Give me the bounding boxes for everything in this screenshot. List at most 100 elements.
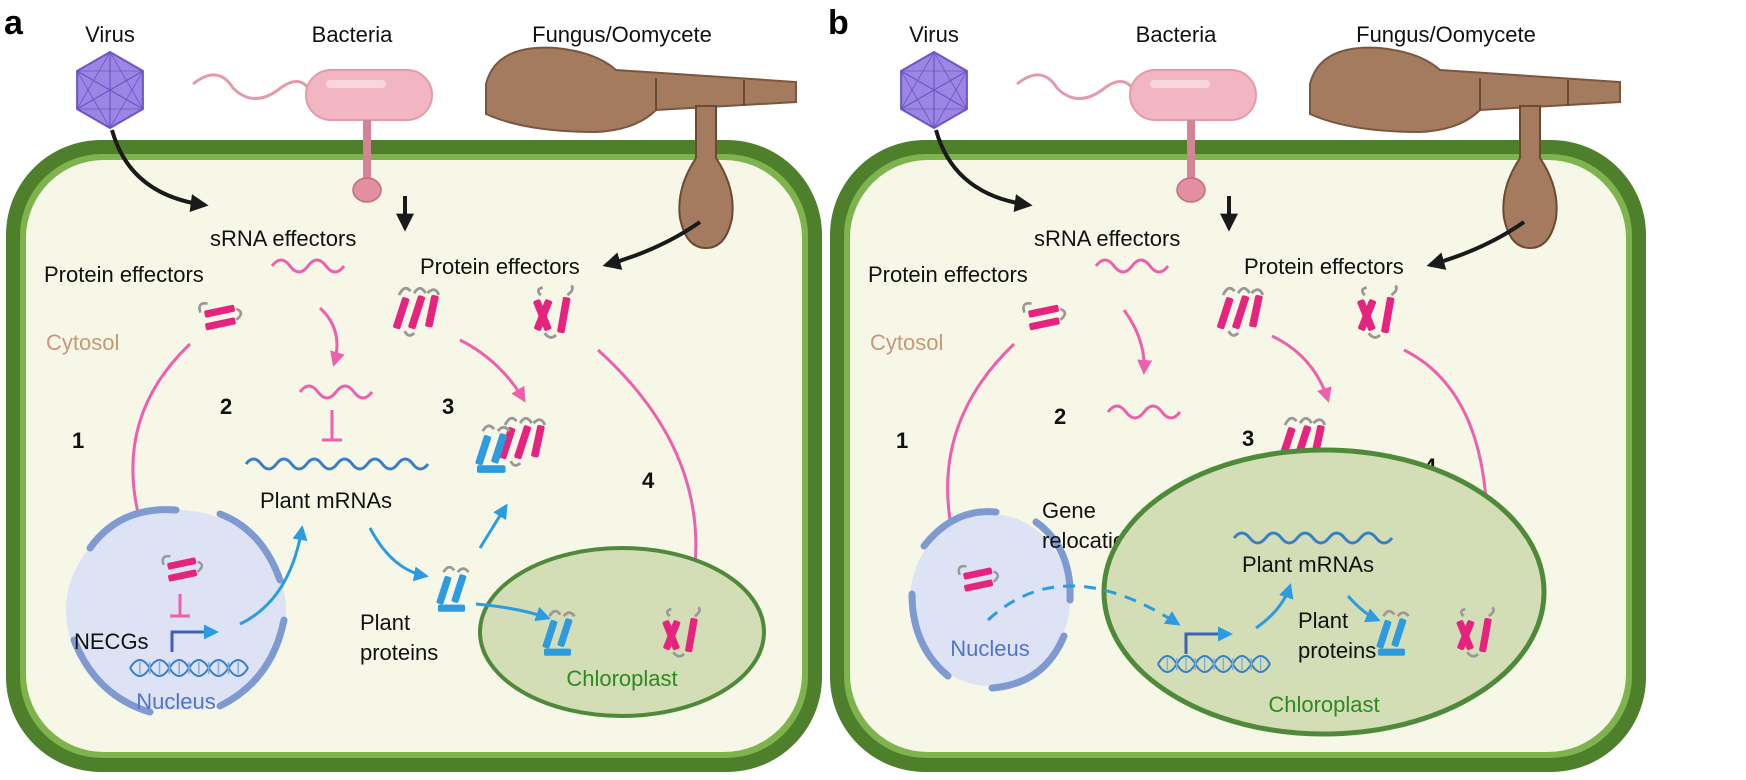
nuclear-envelope: [908, 508, 1074, 692]
bacteria-highlight: [326, 80, 386, 88]
panel-a: a Virus Bacteria Fungus/Oomycete sRNA effect…: [4, 4, 822, 772]
protein-effectors-left-label: Protein effectors: [868, 262, 1028, 287]
nucleus: [66, 510, 286, 710]
bacteria-label: Bacteria: [1136, 22, 1217, 47]
bacteria-flagellum: [1016, 73, 1134, 100]
virus-icon: [76, 50, 144, 130]
import-arrow: [475, 602, 551, 622]
panel-letter: a: [4, 4, 24, 42]
nuclear-envelope: [70, 506, 288, 716]
cytosol-label: Cytosol: [46, 330, 119, 355]
haustorium: [1502, 105, 1558, 250]
plant-proteins-label: proteins: [1298, 638, 1376, 663]
secretion-needle: [1187, 120, 1195, 182]
virus-entry-arrow: [110, 129, 209, 213]
plant-proteins-label: Plant: [360, 610, 410, 635]
promoter-arrow-icon: [170, 624, 219, 652]
srna-wave-icon: [1094, 258, 1170, 274]
secretion-needle: [363, 120, 371, 182]
virus-entry-arrow: [934, 129, 1033, 213]
step-3: 3: [1242, 426, 1254, 451]
fungal-hypha: [1309, 46, 1621, 134]
virus-facet: [933, 70, 968, 129]
effector-inhibition: [170, 594, 190, 618]
virus-facet: [900, 89, 935, 110]
cytosol-label: Cytosol: [870, 330, 943, 355]
effector-to-target-arrow: [1271, 334, 1332, 403]
bacteria-icon: [1016, 69, 1257, 203]
bacteria-highlight: [1150, 80, 1210, 88]
dna-helix-icon: [1157, 655, 1271, 673]
gene-relocation-arrow: [986, 584, 1181, 626]
srna-effectors-label: sRNA effectors: [210, 226, 356, 251]
fungal-hypha: [485, 46, 797, 134]
secretion-base: [352, 177, 382, 203]
secretion-base: [1176, 177, 1206, 203]
panel-letter: b: [828, 4, 849, 42]
fungus-entry-arrow: [602, 220, 702, 270]
haustorium: [678, 105, 734, 250]
fungus-entry-arrow: [1426, 220, 1526, 270]
fungus-hypha-icon: [1309, 46, 1621, 250]
step-4: 4: [642, 468, 655, 493]
promoter-arrow-icon: [1184, 626, 1233, 654]
nucleus-label: Nucleus: [136, 689, 215, 714]
effector-to-target-arrow: [459, 338, 526, 403]
protein-interaction-arrow: [478, 503, 508, 549]
bacteria-label: Bacteria: [312, 22, 393, 47]
bacteria-body: [305, 69, 433, 121]
srna-arrow: [318, 306, 345, 367]
step-2: 2: [220, 394, 232, 419]
virus-facet: [900, 70, 935, 91]
srna-inhibition: [322, 410, 342, 442]
nucleus-label: Nucleus: [950, 636, 1029, 661]
chloroplast-label: Chloroplast: [1268, 692, 1379, 717]
step-2: 2: [1054, 404, 1066, 429]
plant-proteins-label: proteins: [360, 640, 438, 665]
virus-facet: [76, 70, 111, 91]
fungus-hypha-icon: [485, 46, 797, 250]
bacteria-flagellum: [192, 73, 310, 100]
virus-label: Virus: [909, 22, 959, 47]
step-1: 1: [896, 428, 908, 453]
transcription-arrow: [1255, 583, 1294, 630]
chloroplast: [478, 546, 766, 718]
plant-mrna-wave: [244, 457, 430, 471]
panel-b: b Virus Bacteria Fungus/Oomycete sRNA effect…: [828, 4, 1646, 772]
transcription-arrow: [239, 525, 308, 626]
srna-effectors-label: sRNA effectors: [1034, 226, 1180, 251]
bacteria-icon: [192, 69, 433, 203]
effector-to-nucleus-arrow: [131, 342, 192, 531]
srna-arrow: [1122, 309, 1153, 375]
plant-proteins-label: Plant: [1298, 608, 1348, 633]
virus-facet: [109, 70, 144, 129]
srna-wave-icon: [270, 258, 346, 274]
protein-effectors-right-label: Protein effectors: [1244, 254, 1404, 279]
fungus-label: Fungus/Oomycete: [532, 22, 712, 47]
gene-relocation-label: Gene: [1042, 498, 1096, 523]
virus-facet: [933, 70, 968, 91]
virus-facet: [76, 89, 111, 110]
srna-wave-icon: [298, 384, 374, 400]
chloroplast-label: Chloroplast: [566, 666, 677, 691]
step-1: 1: [72, 428, 84, 453]
plant-mrna-wave: [1232, 531, 1394, 545]
step-3: 3: [442, 394, 454, 419]
fungus-label: Fungus/Oomycete: [1356, 22, 1536, 47]
plant-mrnas-label: Plant mRNAs: [1242, 552, 1374, 577]
bacteria-body: [1129, 69, 1257, 121]
translation-arrow: [368, 527, 429, 582]
virus-icon: [900, 50, 968, 130]
dna-helix-icon: [129, 659, 249, 677]
protein-effectors-left-label: Protein effectors: [44, 262, 204, 287]
translation-arrow: [1346, 595, 1381, 623]
nucleus: [910, 514, 1070, 686]
necgs-label: NECGs: [74, 629, 149, 654]
protein-effectors-right-label: Protein effectors: [420, 254, 580, 279]
virus-facet: [109, 70, 144, 91]
plant-mrnas-label: Plant mRNAs: [260, 488, 392, 513]
virus-label: Virus: [85, 22, 135, 47]
srna-wave-icon: [1106, 404, 1182, 420]
